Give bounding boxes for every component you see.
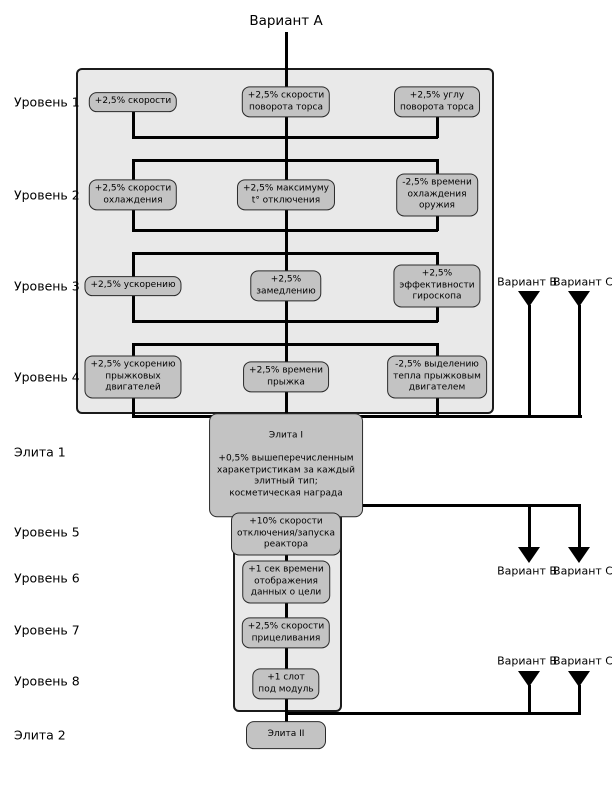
variant-b-label: Вариант B [497, 654, 557, 668]
level-6-label: Уровень 6 [14, 570, 80, 586]
arrow-down-icon [568, 547, 590, 563]
skill-node: +1 слот под модуль [252, 668, 320, 700]
connector-line [131, 228, 438, 232]
elite1-title: Элита I [268, 429, 304, 440]
skill-node: +2,5% максимуму t° отключения [236, 179, 336, 211]
connector-line [577, 685, 581, 715]
skill-node: +2,5% скорости [88, 92, 178, 112]
elite2-node: Элита II [246, 721, 326, 749]
level-3-label: Уровень 3 [14, 278, 80, 294]
level-5-label: Уровень 5 [14, 524, 80, 540]
level-7-label: Уровень 7 [14, 622, 80, 638]
skill-node: +2,5% ускорению [84, 276, 182, 296]
arrow-down-icon [518, 291, 540, 307]
connector-line [527, 503, 531, 548]
level-4-label: Уровень 4 [14, 369, 80, 385]
skill-node: +2,5% эффективности гироскопа [393, 264, 481, 308]
connector-line [284, 503, 581, 507]
connector-line [131, 158, 438, 162]
skill-node: -2,5% выделению тепла прыжковым двигател… [387, 355, 487, 399]
variant-a-label: Вариант А [249, 13, 323, 29]
elite1-body: +0,5% вышеперечисленным харакетристикам … [217, 453, 355, 499]
connector-line [577, 503, 581, 548]
connector-line [435, 102, 439, 138]
connector-line [131, 319, 438, 323]
variant-c-label: Вариант C [553, 654, 612, 668]
skill-node: +2,5% углу поворота торса [394, 86, 480, 118]
level-8-label: Уровень 8 [14, 673, 80, 689]
arrow-down-icon [568, 671, 590, 687]
elite-1-label: Элита 1 [14, 444, 66, 460]
skill-node: +2,5% времени прыжка [243, 361, 329, 393]
connector-line [131, 135, 438, 139]
arrow-down-icon [568, 291, 590, 307]
connector-line [527, 685, 531, 715]
arrow-down-icon [518, 547, 540, 563]
skill-node: +2,5% ускорению прыжковых двигателей [84, 355, 182, 399]
skill-node: +2,5% скорости прицеливания [241, 617, 331, 649]
level-2-label: Уровень 2 [14, 187, 80, 203]
connector-line [131, 251, 438, 255]
skill-node: +2,5% скорости поворота торса [241, 86, 331, 118]
connector-line [131, 102, 135, 138]
connector-line [527, 305, 531, 417]
elite1-node: Элита I +0,5% вышеперечисленным харакетр… [209, 413, 363, 517]
skill-node: -2,5% времени охлаждения оружия [396, 173, 478, 217]
level-1-label: Уровень 1 [14, 94, 80, 110]
elite-2-label: Элита 2 [14, 727, 66, 743]
skill-node: +2,5% скорости охлаждения [88, 179, 178, 211]
connector-line [577, 305, 581, 417]
variant-c-label: Вариант C [553, 564, 612, 578]
variant-b-label: Вариант B [497, 564, 557, 578]
connector-line [131, 342, 438, 346]
arrow-down-icon [518, 671, 540, 687]
skill-node: +1 сек времени отображения данных о цели [242, 560, 330, 604]
variant-c-label: Вариант C [553, 275, 612, 289]
variant-b-label: Вариант B [497, 275, 557, 289]
connector-line [284, 712, 581, 715]
skill-node: +10% скорости отключения/запуска реактор… [231, 512, 341, 556]
skill-node: +2,5% замедлению [250, 270, 322, 302]
